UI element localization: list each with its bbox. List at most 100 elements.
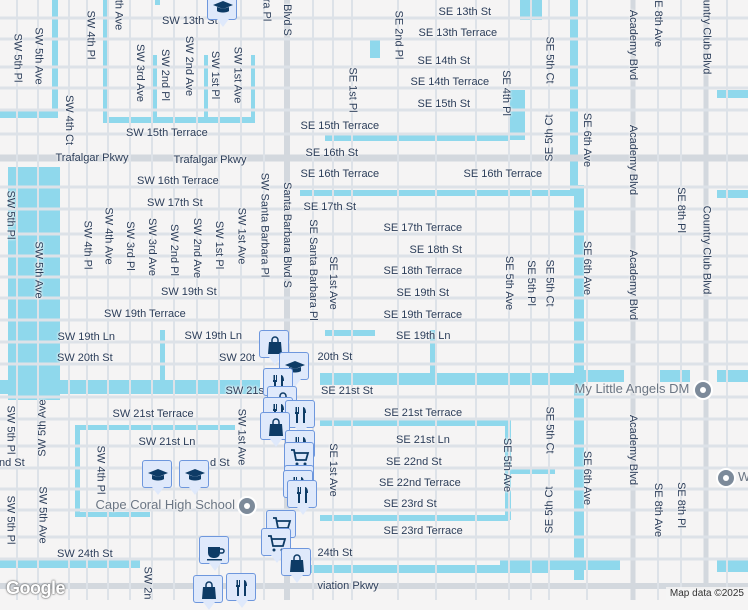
street-label: SW 17th St [147,197,203,209]
street-label: SE 16th Terrace [300,168,380,180]
street-label: SW 4th Pl [83,10,96,60]
bag-icon [202,581,216,599]
street-label: d St [210,457,230,469]
street-label: SE 19th Ln [396,330,451,342]
street-label: SW 1st Pl [209,50,222,100]
street-label: SW 2nd Pl [167,224,180,276]
street-label: SW 2nd Ave [183,35,196,97]
school-icon [213,1,233,13]
street-label: SW 1st Ave [234,207,247,265]
street-label: SW 19th Ln [184,330,242,342]
street-label: SE 23rd Terrace [383,525,463,537]
street-label: SE 1st Pl [346,67,359,113]
school-marker[interactable] [207,0,237,27]
street-label: SW 20th St [57,352,113,364]
restaurant-icon [236,580,247,596]
bag-icon [290,554,304,572]
street-label: SE 5th Ct [543,406,556,454]
street-label: Trafalgar Pkwy [173,154,247,166]
school-marker[interactable] [142,460,172,495]
restaurant-icon [295,407,306,423]
street-label: SE 16th St [305,147,359,159]
street-label: SE 17th Terrace [383,222,463,234]
street-label: SW 19th Terrace [104,308,186,320]
street-label: SW 5th Pl [3,190,16,240]
school-icon[interactable] [236,496,257,516]
street-label: ra Pl [259,0,272,22]
street-label: SW 21st Terrace [112,408,194,420]
street-label: SE 22nd Terrace [379,477,461,489]
street-label: SW 4th Pl [93,445,106,495]
cart-marker[interactable] [261,528,291,563]
street-label: SW 1st Ave [234,408,247,466]
street-label: SW 5th Pl [10,33,23,83]
street-label: SE 5th Ct [543,259,556,307]
street-label: SW 16th Terrace [137,175,219,187]
restaurant-marker[interactable] [287,480,317,515]
street-label: SW 5th Pl [3,495,16,545]
street-label: SE 6th Ave [581,450,594,506]
street-label: SE 5th Pl [524,260,537,306]
street-label: SE 15th St [417,98,471,110]
street-label: SE 15th Terrace [300,120,380,132]
poi-label[interactable]: My Little Angels DM [574,381,690,396]
street-label: SE 4th Pl [499,70,512,116]
street-label: SW 5th Ave [32,241,45,299]
street-label: SE 8th Pl [674,187,687,233]
street-label: SE 6th Ave [581,240,594,296]
street-label: 24th St [317,547,353,559]
street-label: SE 18th Terrace [383,265,463,277]
street-label: SE 16th Terrace [463,168,543,180]
street-label: SE 19th Terrace [383,309,463,321]
street-label: SW 3rd Ave [133,44,146,102]
bag-marker[interactable] [281,548,311,583]
street-label: SW 15th Terrace [126,127,208,139]
street-label: SE 5th Ct [543,486,556,534]
street-label: Academy Blvd [627,414,640,486]
street-label: SE 8th Pl [674,482,687,528]
place-icon[interactable] [692,380,713,400]
street-label: SE 6th Ave [581,112,594,168]
street-label: viation Pkwy [317,580,379,592]
cart-icon [291,449,310,466]
street-label: Trafalgar Pkwy [55,152,129,164]
school-icon [148,469,168,481]
street-label: nd St [0,457,25,469]
street-label: SW 24th St [57,548,113,560]
poi-label[interactable]: Wa [738,469,748,484]
street-label: SE 17th St [303,201,357,213]
poi-label[interactable]: Cape Coral High School [95,497,235,512]
street-label: SW 3rd Pl [123,221,136,271]
restaurant-icon [297,487,308,503]
street-label: Blvd S [280,4,293,36]
bag-marker[interactable] [193,575,223,610]
street-label: SW Santa Barbara Pl [257,172,270,278]
coffee-marker[interactable] [199,536,229,571]
street-label: Country Club Blvd [699,0,712,75]
street-label: SW 21st Ln [138,436,196,448]
street-label: SE 21st Ln [396,434,450,446]
street-label: SE 14th St [417,55,471,67]
school-marker[interactable] [179,460,209,495]
street-label: SW 2nd Ave [191,217,204,279]
street-label: SE 13th St [438,6,492,18]
map-attribution[interactable]: Map data ©2025 [665,587,748,600]
google-logo[interactable]: Google [6,578,66,598]
restaurant-marker[interactable] [226,573,256,608]
street-label: SW 5th Ave [36,399,49,457]
street-label: SW 2n [141,566,154,600]
street-label: SE 21st Terrace [384,407,463,419]
street-label: SE 5th Ct [543,114,556,162]
street-label: SW 19th St [161,286,217,298]
street-label: SE 5th Ave [503,255,516,311]
street-label: SE 5th Ave [501,437,514,493]
street-label: SW 13th St [162,15,218,27]
street-label: SW 5th Ave [36,486,49,544]
street-label: SE 13th Terrace [418,27,498,39]
church-icon[interactable] [716,468,736,488]
street-label: SW 2nd Pl [158,49,171,101]
street-label: SE 2nd Pl [391,10,404,60]
street-label: SW 19th Ln [57,331,115,343]
